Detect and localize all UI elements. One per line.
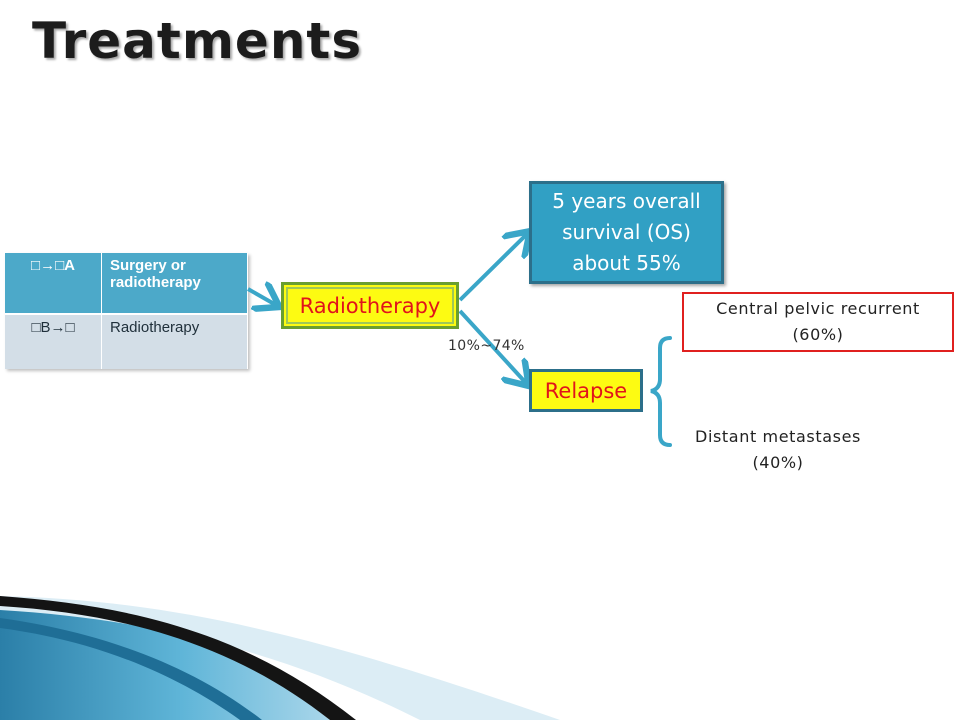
outcome-bracket bbox=[650, 336, 672, 447]
treatment-cell: Surgery or radiotherapy bbox=[101, 253, 248, 314]
stage-table: □→□A Surgery or radiotherapy □B→□ Radiot… bbox=[5, 253, 248, 369]
table-row: □B→□ Radiotherapy bbox=[5, 313, 248, 369]
swoosh-light bbox=[0, 596, 560, 720]
stage-cell: □B→□ bbox=[5, 313, 102, 369]
distant-metastases-label: Distant metastases (40%) bbox=[695, 427, 861, 472]
survival-node: 5 years overall survival (OS) about 55% bbox=[529, 181, 724, 284]
central-recurrence-box: Central pelvic recurrent (60%) bbox=[682, 292, 954, 352]
central-recurrence-label: Central pelvic recurrent (60%) bbox=[716, 299, 920, 344]
arrow-table-to-radiotherapy bbox=[247, 289, 276, 305]
arrow-radiotherapy-to-relapse bbox=[458, 309, 526, 383]
relapse-label: Relapse bbox=[544, 378, 628, 403]
relapse-rate-label: 10%~74% bbox=[448, 338, 525, 354]
swoosh-blue-band bbox=[0, 618, 262, 720]
swoosh-fill bbox=[0, 600, 330, 720]
relapse-node: Relapse bbox=[529, 369, 643, 412]
stage-cell: □→□A bbox=[5, 253, 102, 314]
treatment-cell: Radiotherapy bbox=[101, 313, 248, 369]
table-row: □→□A Surgery or radiotherapy bbox=[5, 253, 248, 314]
arrow-radiotherapy-to-survival bbox=[458, 234, 527, 302]
radiotherapy-node: Radiotherapy bbox=[281, 282, 459, 329]
swoosh-dark bbox=[0, 596, 356, 720]
slide-title: Treatments bbox=[32, 12, 363, 70]
radiotherapy-label: Radiotherapy bbox=[299, 293, 441, 318]
survival-label: 5 years overall survival (OS) about 55% bbox=[552, 189, 701, 275]
